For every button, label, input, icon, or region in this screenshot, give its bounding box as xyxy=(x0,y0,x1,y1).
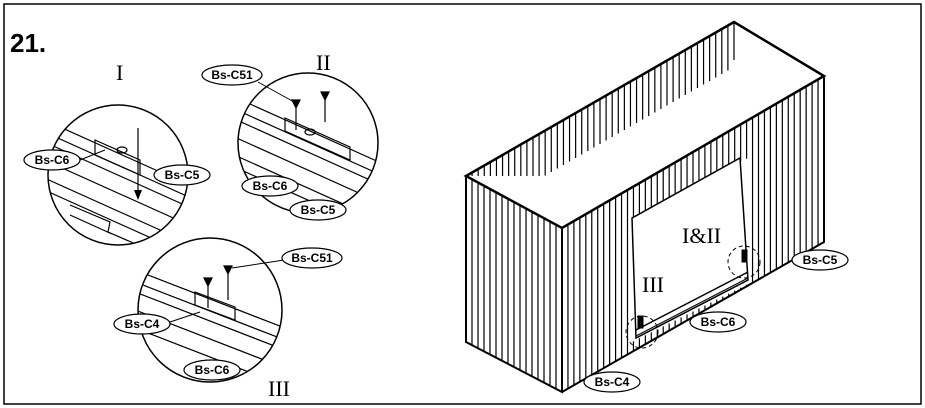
label-bs-c4-iii: Bs-C4 xyxy=(113,313,171,335)
label-bs-c6-ii: Bs-C6 xyxy=(241,175,299,197)
label-bs-c51-iii: Bs-C51 xyxy=(281,247,343,269)
detail-circle-ii: II Bs-C51 Bs-C6 Bs-C5 xyxy=(201,50,379,221)
detail-iii-numeral: III xyxy=(268,376,290,401)
shed-label-bs-c6: Bs-C6 xyxy=(689,311,747,333)
door-opening xyxy=(631,156,749,340)
label-text: Bs-C5 xyxy=(803,253,838,267)
label-text: Bs-C6 xyxy=(195,363,230,377)
shed-label-iii: III xyxy=(642,272,664,297)
label-bs-c5-ii: Bs-C5 xyxy=(289,199,347,221)
detail-iii-frame xyxy=(137,237,283,383)
label-bs-c6-i: Bs-C6 xyxy=(23,149,81,171)
label-bs-c51-ii: Bs-C51 xyxy=(201,64,263,86)
wall-ribs xyxy=(471,25,819,389)
label-text: Bs-C5 xyxy=(165,168,200,182)
label-text: Bs-C51 xyxy=(211,68,253,82)
detail-i-numeral: I xyxy=(116,60,123,85)
shed-label-bs-c5: Bs-C5 xyxy=(791,249,849,271)
shed-isometric xyxy=(463,20,827,394)
label-text: Bs-C5 xyxy=(301,203,336,217)
page-border xyxy=(3,3,922,405)
label-bs-c6-iii: Bs-C6 xyxy=(183,359,241,381)
detail-circle-i: I Bs-C6 Bs-C5 xyxy=(23,60,211,246)
label-bs-c5-i: Bs-C5 xyxy=(153,164,211,186)
label-text: Bs-C6 xyxy=(253,179,288,193)
shed-label-bs-c4: Bs-C4 xyxy=(583,371,641,393)
label-text: Bs-C4 xyxy=(595,375,630,389)
label-text: Bs-C6 xyxy=(701,315,736,329)
step-number: 21. xyxy=(10,28,46,58)
detail-ii-numeral: II xyxy=(316,50,331,75)
label-text: Bs-C51 xyxy=(291,251,333,265)
shed-label-i-and-ii: I&II xyxy=(682,223,721,248)
label-text: Bs-C4 xyxy=(125,317,160,331)
detail-circle-iii: Bs-C51 Bs-C4 Bs-C6 III xyxy=(113,237,343,401)
label-text: Bs-C6 xyxy=(35,153,70,167)
